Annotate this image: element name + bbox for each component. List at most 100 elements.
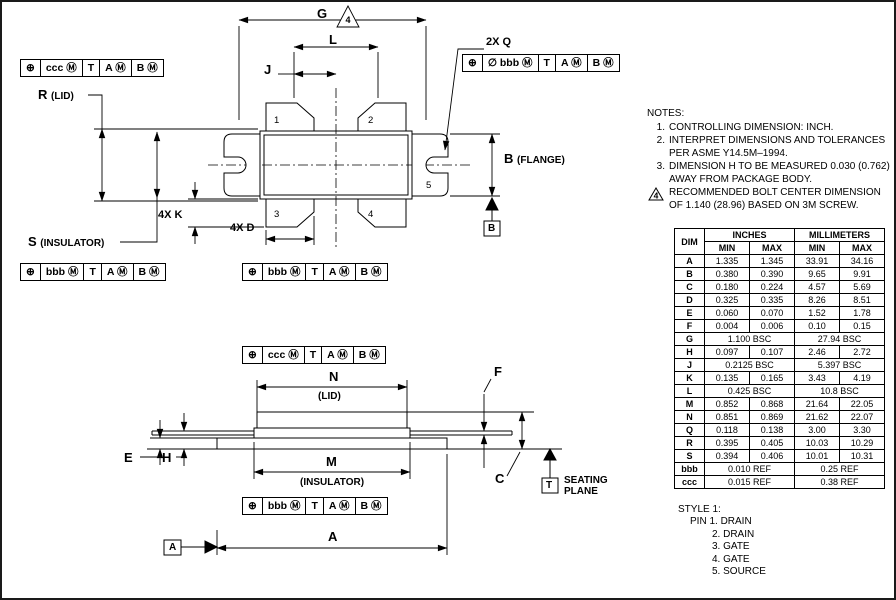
notes-title: NOTES: — [647, 108, 685, 119]
note-4-text: RECOMMENDED BOLT CENTER DIMENSION OF 1.1… — [669, 187, 881, 211]
dim-k — [188, 182, 264, 244]
header-inches: INCHES — [704, 228, 795, 242]
right-lead-side — [410, 430, 513, 436]
datum-t-cell: T — [81, 59, 101, 77]
datum-b-cell: B Ⓜ — [354, 497, 388, 515]
tolerance-cell: ccc Ⓜ — [261, 346, 305, 364]
dim-label-n: N — [329, 369, 339, 384]
dim-h — [176, 413, 188, 466]
note-3: 3. DIMENSION H TO BE MEASURED 0.030 (0.7… — [647, 161, 893, 186]
package-outline-top — [223, 102, 449, 228]
style-pin-line: PIN 1. DRAIN — [690, 516, 752, 528]
dimension-table: DIM INCHES MILLIMETERS MIN MAX MIN MAX A… — [674, 228, 885, 489]
dim-label-k: 4X K — [158, 209, 183, 221]
pin-2-number: 2 — [368, 115, 374, 126]
datum-b-cell: B Ⓜ — [130, 59, 164, 77]
datum-a-cell: A Ⓜ — [99, 59, 132, 77]
table-header-row: DIM INCHES MILLIMETERS — [674, 228, 885, 255]
dim-a — [216, 454, 448, 555]
datum-a-cell: A Ⓜ — [322, 263, 356, 281]
package-outline-side — [151, 411, 513, 450]
header-in-max: MAX — [749, 241, 795, 255]
header-mm-min: MIN — [794, 241, 840, 255]
fcf-lid-side: ⊕ ccc Ⓜ T A Ⓜ B Ⓜ — [242, 346, 386, 364]
note-1: 1. CONTROLLING DIMENSION: INCH. — [647, 122, 893, 135]
note-4-flag: 4 — [647, 187, 665, 206]
datum-b-cell: B Ⓜ — [352, 346, 386, 364]
flange-side — [216, 437, 448, 450]
datum-t-flag — [541, 447, 559, 494]
dim-label-c: C — [495, 471, 505, 486]
datum-a-cell: A Ⓜ — [321, 346, 354, 364]
style-pin-line: 5. SOURCE — [712, 566, 766, 578]
dim-e — [140, 420, 217, 465]
dim-label-n-suffix: (LID) — [318, 391, 341, 402]
dim-label-h: H — [162, 450, 172, 465]
fcf-insulator-top: ⊕ bbb Ⓜ T A Ⓜ B Ⓜ — [20, 263, 166, 281]
datum-a-label: A — [169, 542, 177, 553]
tolerance-cell: ccc Ⓜ — [39, 59, 83, 77]
datum-t-cell: T — [305, 263, 324, 281]
position-symbol: ⊕ — [462, 54, 483, 72]
note-3-text: DIMENSION H TO BE MEASURED 0.030 (0.762)… — [669, 161, 890, 185]
notes-block: NOTES: 1. CONTROLLING DIMENSION: INCH. 2… — [647, 108, 893, 212]
dim-label-b: B (FLANGE) — [504, 152, 565, 168]
tolerance-cell: bbb Ⓜ — [261, 263, 307, 281]
pin-2-lead — [357, 102, 407, 132]
datum-t-cell: T — [303, 346, 323, 364]
datum-t-cell: T — [537, 54, 556, 72]
tolerance-cell: ∅ bbb Ⓜ — [481, 54, 539, 72]
note-1-text: CONTROLLING DIMENSION: INCH. — [669, 121, 834, 133]
dim-f — [480, 378, 492, 468]
datum-t-cell: T — [305, 497, 324, 515]
pin-3-number: 3 — [274, 209, 280, 220]
dim-m — [253, 442, 411, 479]
dim-g: 4 — [238, 5, 427, 120]
style-pin-line: 3. GATE — [712, 541, 750, 553]
side-view — [140, 378, 562, 556]
position-symbol: ⊕ — [242, 263, 263, 281]
dim-letter-s: S — [28, 234, 37, 249]
insulator-side — [253, 427, 411, 439]
dim-suffix-r: (LID) — [51, 91, 74, 102]
datum-b-cell: B Ⓜ — [354, 263, 388, 281]
fcf-leads: ⊕ bbb Ⓜ T A Ⓜ B Ⓜ — [242, 263, 388, 281]
package-body — [259, 130, 413, 200]
note-1-number: 1. — [656, 121, 665, 133]
dim-label-s: S (INSULATOR) — [28, 235, 104, 251]
header-dim: DIM — [674, 228, 705, 255]
dim-letter-r: R — [38, 87, 48, 102]
note-4: 4 RECOMMENDED BOLT CENTER DIMENSION OF 1… — [647, 187, 893, 212]
note-2-number: 2. — [656, 135, 665, 146]
note-3-number: 3. — [656, 161, 665, 172]
dim-label-q: 2X Q — [486, 36, 512, 48]
fcf-insulator-side: ⊕ bbb Ⓜ T A Ⓜ B Ⓜ — [242, 497, 388, 515]
style-title: STYLE 1: — [678, 504, 721, 515]
seating-plane-label: SEATING PLANE — [564, 475, 608, 497]
datum-b-label: B — [488, 223, 496, 234]
datum-a-cell: A Ⓜ — [554, 54, 588, 72]
left-mounting-tab — [223, 133, 260, 197]
position-symbol: ⊕ — [242, 497, 263, 515]
style-pin-line: 2. DRAIN — [712, 528, 755, 540]
position-symbol: ⊕ — [242, 346, 263, 364]
pin-4-number: 4 — [368, 209, 374, 220]
datum-b-cell: B Ⓜ — [132, 263, 166, 281]
dim-s — [120, 131, 161, 243]
position-symbol: ⊕ — [20, 59, 41, 77]
header-mm-max: MAX — [839, 241, 885, 255]
note-2-text: INTERPRET DIMENSIONS AND TOLERANCES PER … — [669, 135, 886, 159]
datum-a-flag — [163, 539, 219, 556]
datum-a-cell: A Ⓜ — [100, 263, 134, 281]
datum-b-cell: B Ⓜ — [586, 54, 620, 72]
